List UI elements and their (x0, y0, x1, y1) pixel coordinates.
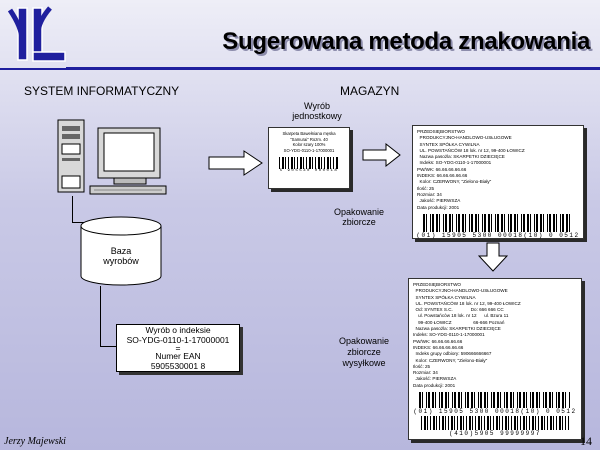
connector-computer-db (72, 196, 73, 222)
connector-db-index-h (100, 346, 116, 347)
product-index-box: Wyrób o indeksie SO-YDG-0110-1-17000001 … (116, 324, 240, 372)
page-number: 14 (580, 434, 592, 448)
unit-label-barcode-text: 5 905530 000018 (279, 169, 339, 174)
header-divider (0, 67, 600, 71)
shipping-label-barcode-2-text: (410)5905 99999997 (449, 430, 541, 438)
arrow-to-bulk-label (362, 142, 402, 168)
shipping-pack-caption-3: wysyłkowe (342, 358, 386, 368)
unit-product-label-2: jednostkowy (292, 111, 342, 121)
arrow-to-shipping-label (477, 242, 509, 272)
unit-label-barcode (279, 157, 339, 170)
bulk-pack-label: PRZEDSIĘBIORSTWO PRODUKCYJNO-HANDLOWO-US… (412, 125, 584, 239)
page-title: Sugerowana metoda znakowania (222, 28, 590, 55)
connector-db-index (100, 286, 101, 346)
index-line-3: = (175, 343, 181, 353)
unit-label-text: Skarpeta Bawełniana męska "Samurai" Rozm… (282, 131, 336, 153)
arrow-to-unit-label (208, 150, 264, 176)
index-line-5: 5905530001 8 (150, 361, 206, 371)
index-line-4: Numer EAN (155, 351, 201, 361)
logo (4, 4, 68, 66)
shipping-label-barcode-2 (421, 416, 569, 431)
shipping-pack-caption-2: zbiorcze (347, 347, 381, 357)
unit-product-label: Skarpeta Bawełniana męska "Samurai" Rozm… (268, 127, 350, 189)
bulk-label-text: PRZEDSIĘBIORSTWO PRODUKCYJNO-HANDLOWO-US… (417, 129, 525, 210)
bulk-pack-caption-1: Opakowanie (333, 207, 385, 217)
left-section-heading: SYSTEM INFORMATYCZNY (24, 84, 180, 98)
index-line-1: Wyrób o indeksie (145, 325, 211, 335)
shipping-pack-label: PRZEDSIĘBIORSTWO PRODUKCYJNO-HANDLOWO-US… (408, 278, 582, 440)
shipping-pack-caption-1: Opakowanie (338, 336, 390, 346)
unit-product-label-1: Wyrób (304, 101, 330, 111)
author-footer: Jerzy Majewski (4, 436, 66, 447)
bulk-label-barcode-text: (01) 15905 5300 00018(10) 0 0512 (416, 231, 580, 239)
database-label-2: wyrobów (103, 256, 139, 266)
logo-graphic (7, 6, 66, 62)
shipping-label-barcode (419, 392, 571, 409)
database-label-1: Baza (110, 246, 132, 256)
bulk-pack-caption-2: zbiorcze (342, 217, 376, 227)
shipping-label-text: PRZEDSIĘBIORSTWO PRODUKCYJNO-HANDLOWO-US… (413, 282, 521, 388)
database-icon (80, 216, 162, 286)
bulk-label-barcode (423, 213, 573, 232)
shipping-label-barcode-text: (01) 15905 5300 00018(10) 0 0512 (413, 408, 577, 416)
index-line-2: SO-YDG-0110-1-17000001 (126, 335, 230, 345)
computer-icon (52, 118, 170, 196)
right-section-heading: MAGAZYN (340, 84, 400, 98)
